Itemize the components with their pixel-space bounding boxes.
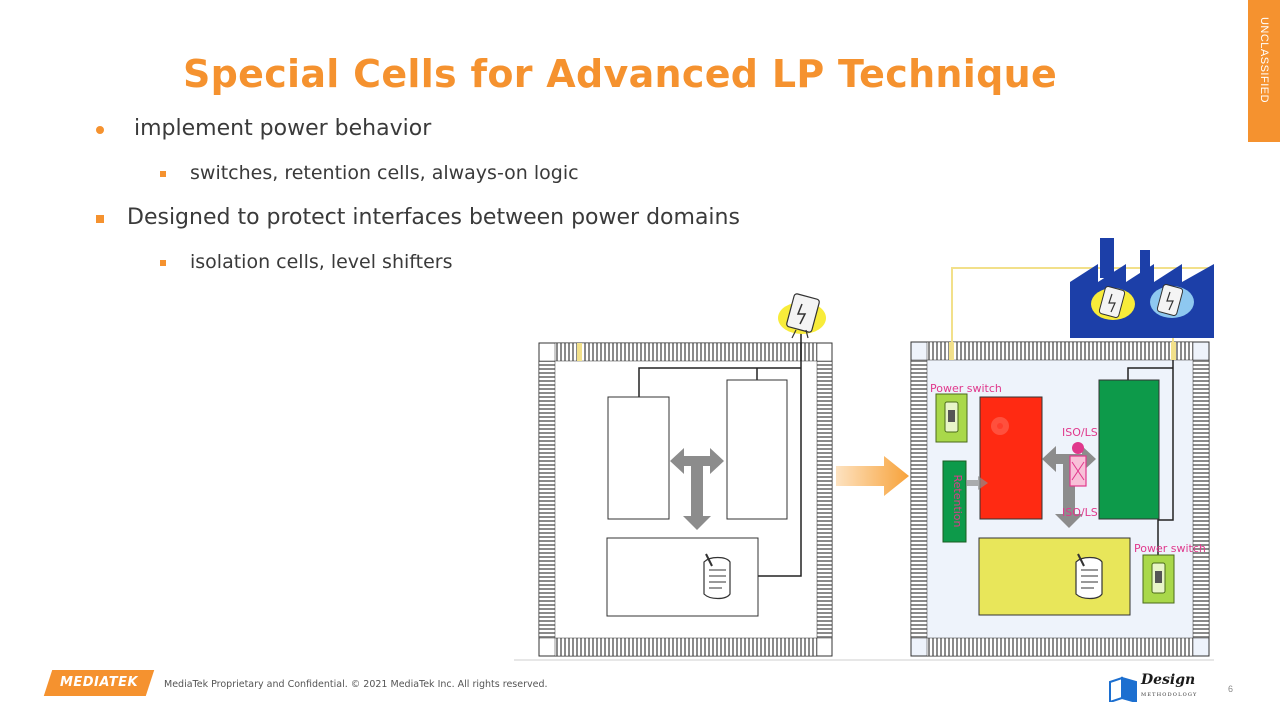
power-factory-icon: [1070, 238, 1214, 338]
io-ring-right: [816, 360, 833, 639]
bullet-1-sub-1: switches, retention cells, always-on log…: [190, 162, 579, 184]
io-ring-left: [538, 360, 556, 639]
classification-tag: UNCLASSIFIED: [1248, 0, 1280, 142]
chip-after: Retention Power switch Power switch: [910, 238, 1214, 657]
logic-block-a: [607, 396, 670, 520]
logic-block-c: [606, 537, 759, 617]
sub-bullet-square-icon: [160, 260, 166, 266]
sub-bullet-square-icon: [160, 171, 166, 177]
isolation-cell-icon: [1069, 442, 1087, 487]
io-ring-top: [926, 341, 1194, 361]
bullet-dot-icon: [96, 126, 104, 134]
io-ring-left: [910, 359, 928, 639]
spec-document-icon: [1075, 553, 1103, 600]
bullet-1: implement power behavior: [134, 116, 432, 141]
power-switch-bottom: [1142, 554, 1175, 604]
always-on-domain-block: [1098, 379, 1160, 520]
chip-before: [538, 293, 833, 657]
interface-arrow-icon: [670, 448, 724, 530]
mediatek-logo: MEDIATEK: [43, 670, 155, 696]
methodology-logo-text: METHODOLOGY: [1141, 692, 1198, 698]
iso-ls-top-label: ISO/LS: [1062, 426, 1098, 439]
power-switch-top-label: Power switch: [930, 382, 1002, 395]
power-switch-bottom-label: Power switch: [1134, 542, 1206, 555]
iso-ls-bottom-label: ISO/LS: [1062, 506, 1098, 519]
io-ring-bottom: [926, 637, 1194, 657]
page-number: 6: [1228, 684, 1234, 694]
io-ring-top: [554, 342, 818, 362]
yellow-domain-block: [978, 537, 1131, 616]
retention-cell: [942, 460, 967, 543]
power-supply-icon: [778, 293, 826, 339]
transform-arrow-icon: [836, 456, 909, 496]
bullet-square-icon: [96, 215, 104, 223]
logic-block-b: [726, 379, 788, 520]
design-methodology-logo: Design METHODOLOGY: [1108, 672, 1196, 704]
bullet-2: Designed to protect interfaces between p…: [127, 205, 740, 230]
design-logo-text: Design: [1141, 672, 1196, 688]
power-switch-top: [935, 393, 968, 443]
bullet-2-sub-1: isolation cells, level shifters: [190, 251, 453, 273]
retention-label: Retention: [951, 474, 964, 527]
spec-document-icon: [703, 553, 731, 600]
slide-title: Special Cells for Advanced LP Technique: [182, 52, 1058, 96]
switchable-domain-block: [979, 396, 1043, 520]
footer-notice: MediaTek Proprietary and Confidential. ©…: [164, 679, 548, 690]
book-icon: [1109, 676, 1137, 702]
mediatek-logo-text: MEDIATEK: [59, 675, 139, 690]
io-ring-right: [1192, 359, 1210, 639]
io-ring-bottom: [554, 637, 818, 657]
